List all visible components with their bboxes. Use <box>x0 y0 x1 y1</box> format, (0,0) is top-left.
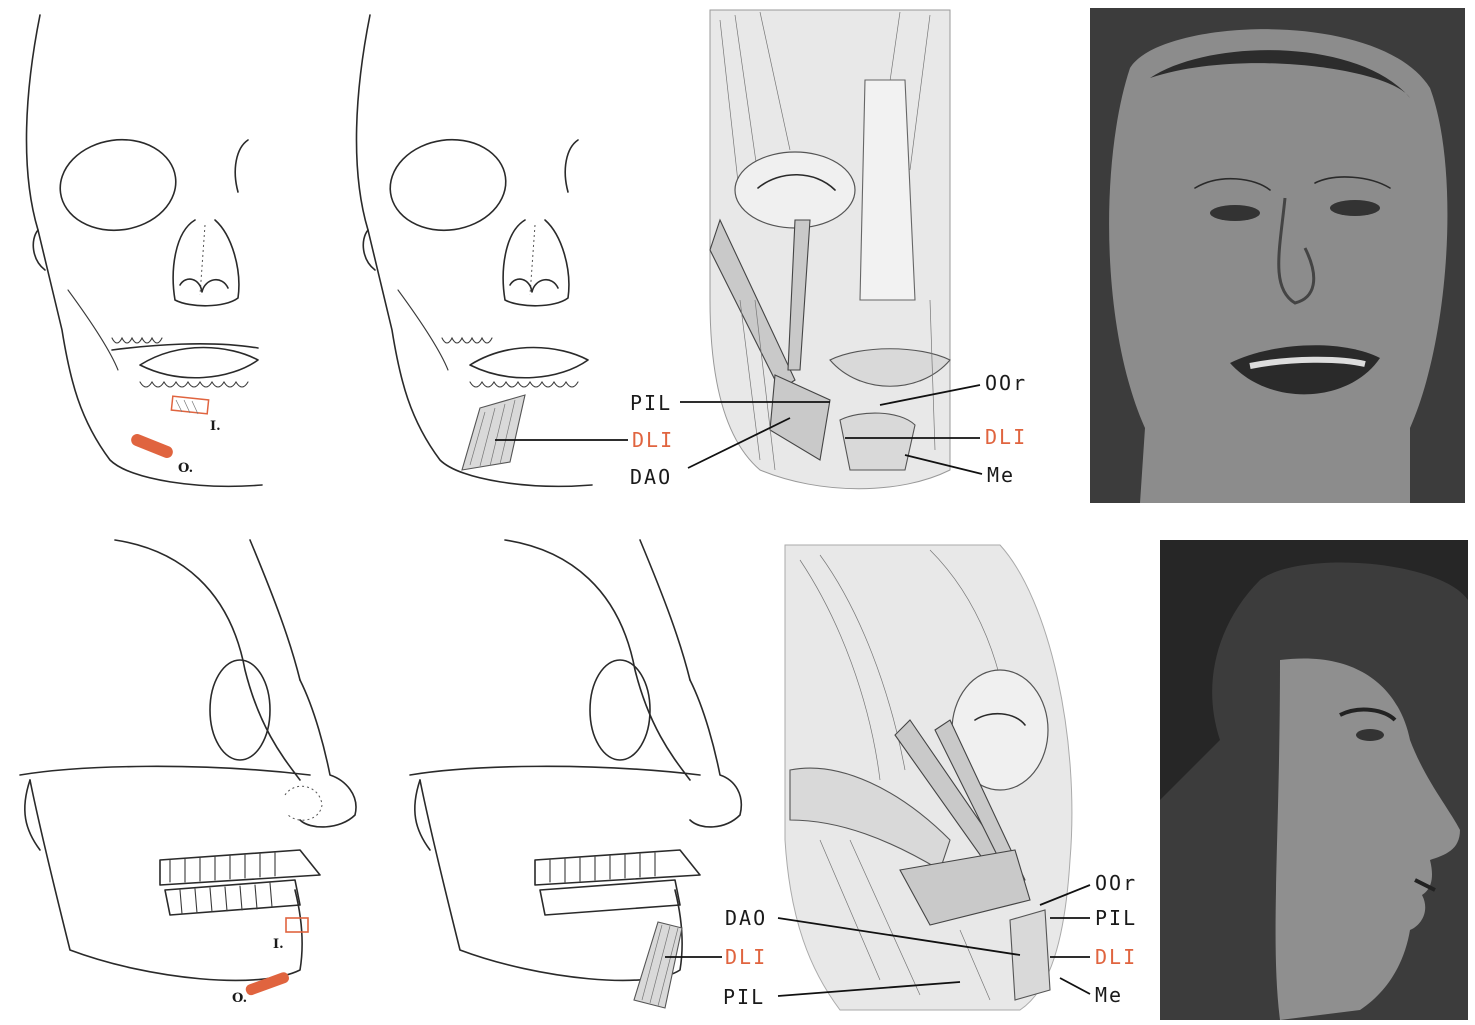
label-dli-top-right: DLI <box>985 425 1027 449</box>
label-oor-top: OOr <box>985 371 1027 395</box>
label-oor-bottom: OOr <box>1095 871 1137 895</box>
top-annotations: PIL DLI DAO OOr DLI Me <box>0 0 1475 520</box>
label-pil-bottom-left: PIL <box>723 985 765 1009</box>
label-me-bottom: Me <box>1095 983 1123 1007</box>
label-me-top: Me <box>987 463 1015 487</box>
label-dao-bottom: DAO <box>725 906 767 930</box>
label-dao-top: DAO <box>630 465 672 489</box>
label-pil-bottom-right: PIL <box>1095 906 1137 930</box>
label-pil-top: PIL <box>630 391 672 415</box>
bottom-annotations: DAO DLI PIL OOr PIL DLI Me <box>0 520 1475 1025</box>
label-dli-top-left: DLI <box>632 428 674 452</box>
label-dli-bottom: DLI <box>725 945 767 969</box>
label-dli-bottom-right: DLI <box>1095 945 1137 969</box>
